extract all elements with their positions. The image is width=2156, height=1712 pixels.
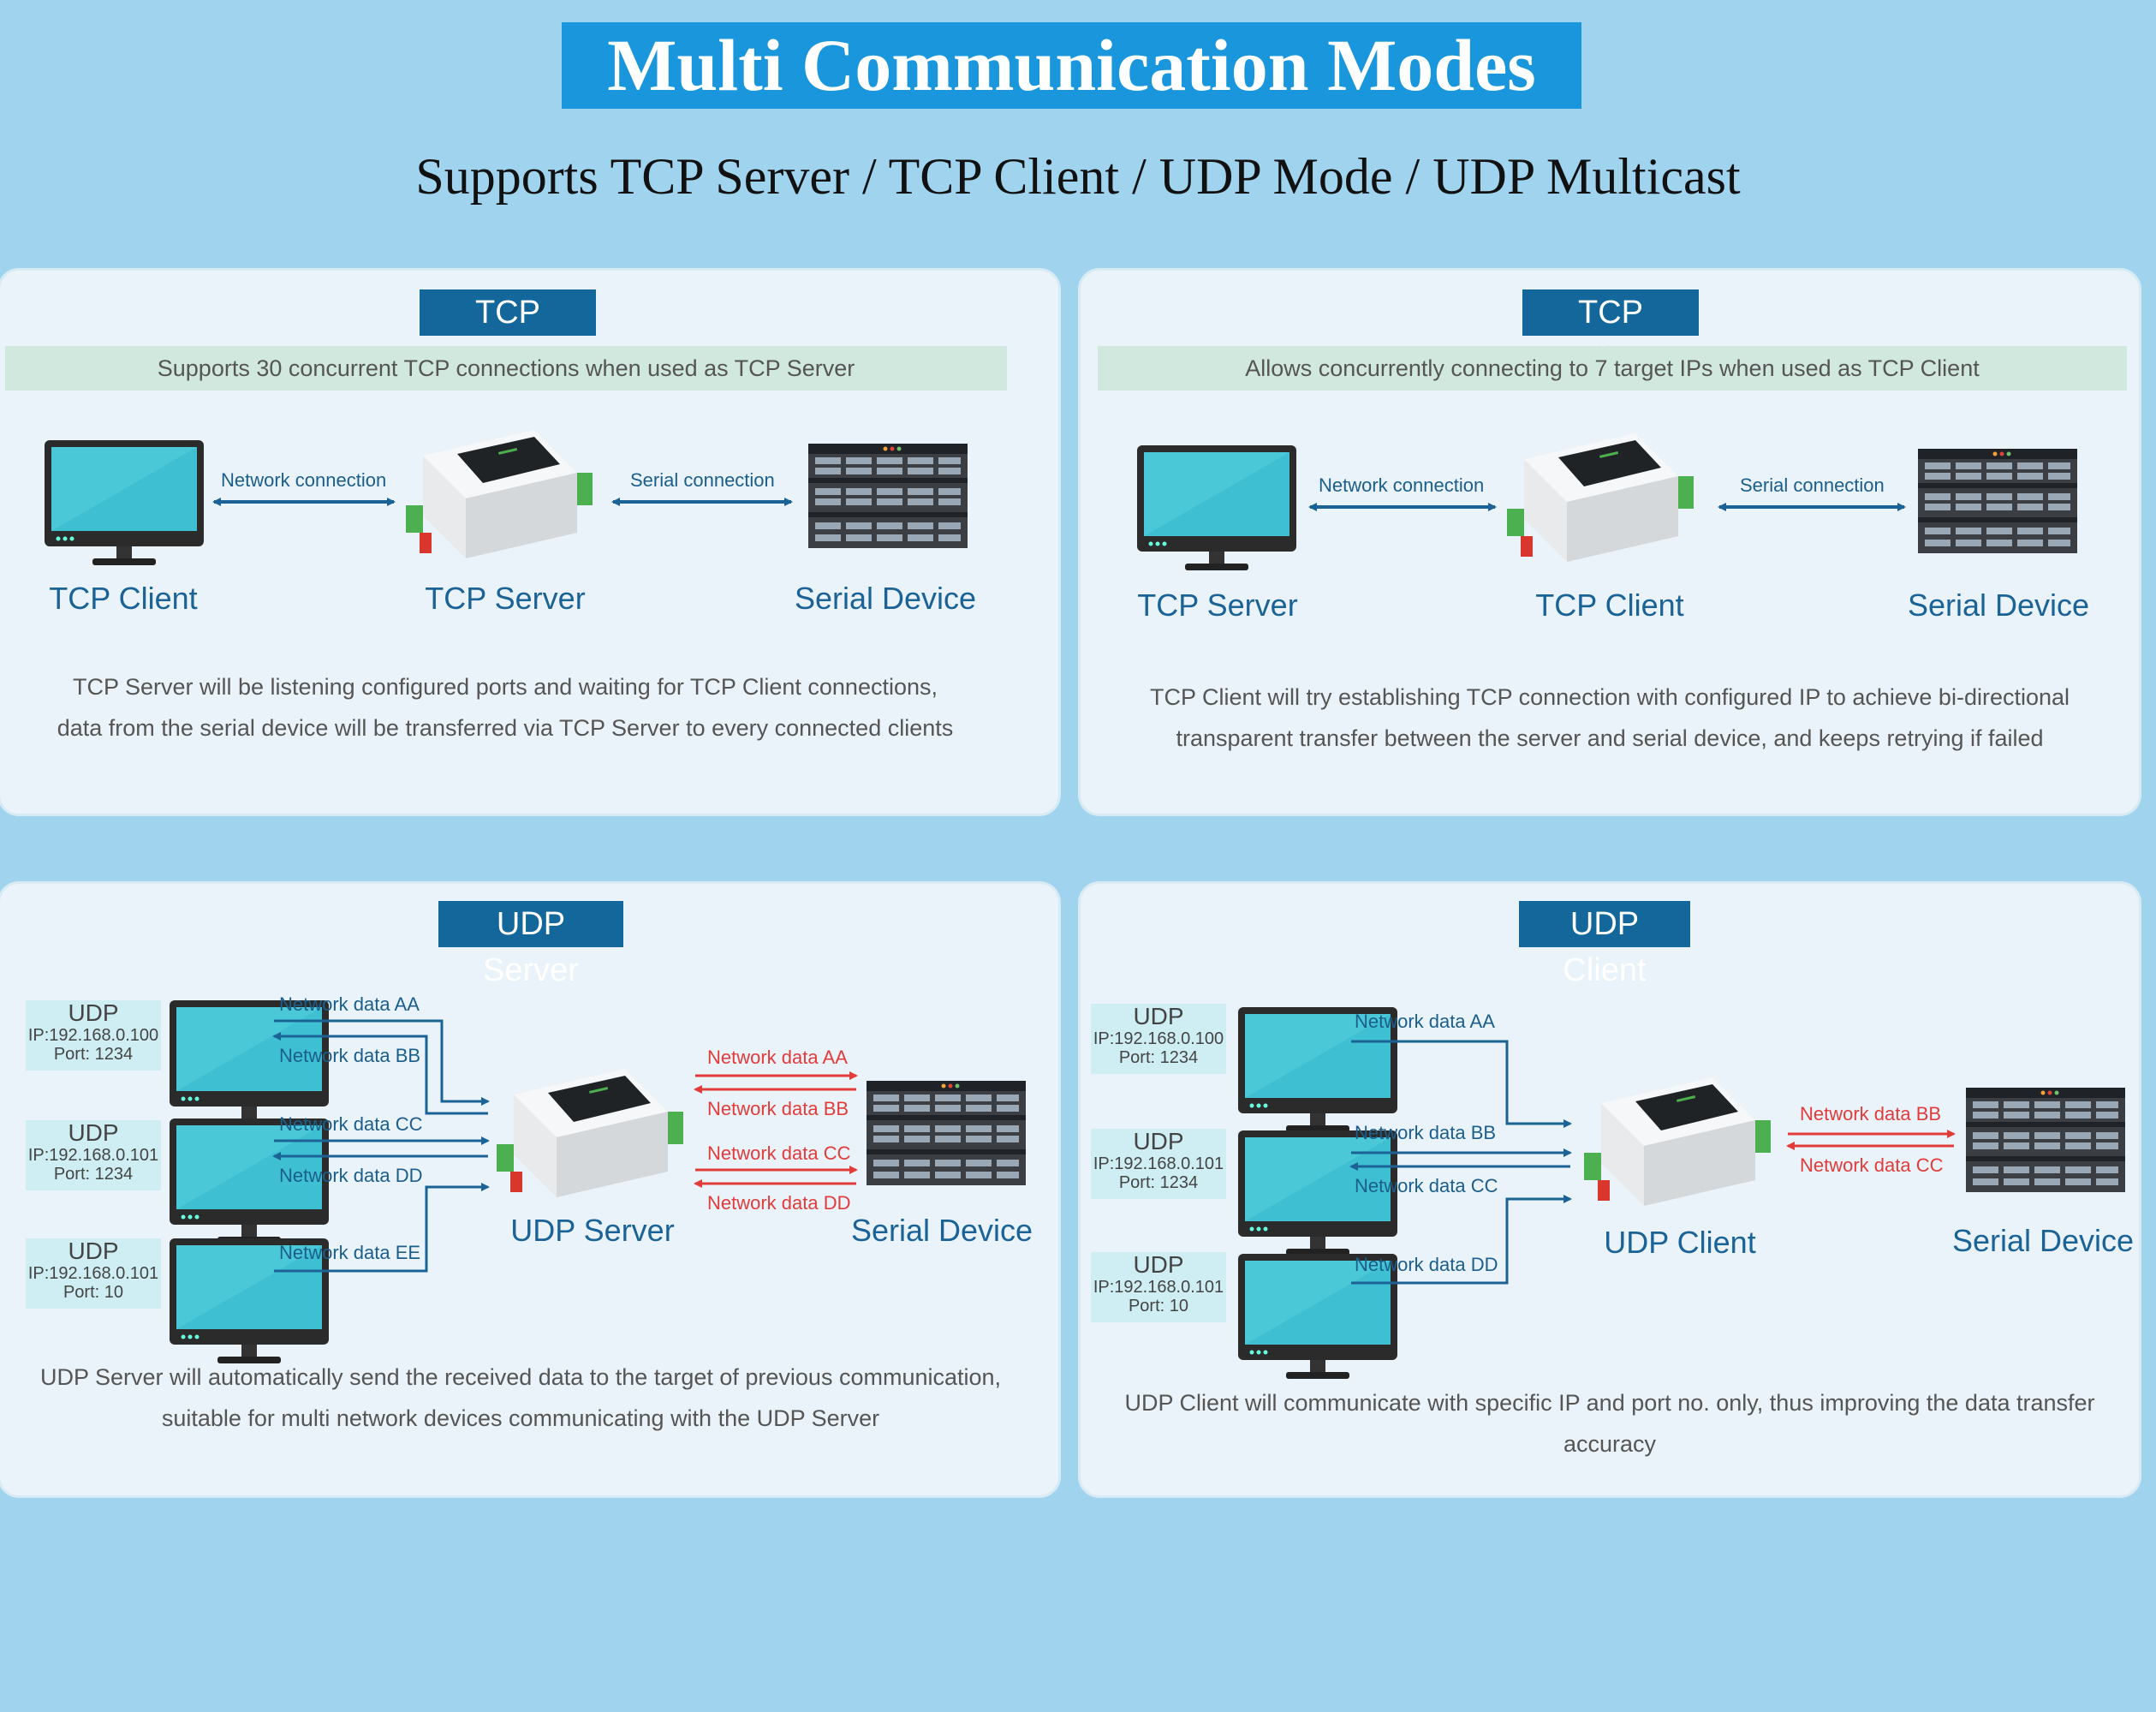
udp-server-panel: UDP Server UDP IP:192.168.0.100 Port: 12… — [0, 884, 1058, 1495]
udp-server-description: UDP Server will automatically send the r… — [39, 1364, 1002, 1431]
serial-data-cc-label: Network data CC — [1800, 1154, 1944, 1176]
network-data-bb-arrow — [272, 1032, 488, 1115]
serial-device-icon — [1966, 1088, 2125, 1192]
serial-data-cc-label: Network data CC — [707, 1142, 851, 1164]
tcp-client-label: TCP Client — [49, 581, 198, 616]
network-data-dd-arrow — [1351, 1195, 1572, 1285]
serial-data-aa-label: Network data AA — [707, 1047, 848, 1068]
network-data-dd-label: Network data DD — [279, 1165, 423, 1186]
tcp-client-diagram — [1137, 433, 2077, 570]
network-data-aa-label: Network data AA — [279, 993, 420, 1015]
tcp-server-label: TCP Server — [425, 581, 586, 616]
converter-module-icon — [1507, 433, 1694, 562]
udp-client-panel: UDP Client UDP IP:192.168.0.100 Port: 12… — [1081, 884, 2139, 1495]
network-data-aa-arrow — [274, 1019, 490, 1106]
network-data-ee-label: Network data EE — [279, 1242, 421, 1263]
page-subtitle: Supports TCP Server / TCP Client / UDP M… — [415, 148, 1741, 205]
info-banner: Supports 30 concurrent TCP connections w… — [5, 346, 1007, 391]
tcp-server-diagram — [45, 430, 968, 565]
udp-client-description: UDP Client will communicate with specifi… — [1124, 1390, 2095, 1457]
tcp-client-description: TCP Client will try establishing TCP con… — [1149, 684, 2070, 751]
serial-data-dd-label: Network data DD — [707, 1192, 851, 1214]
tcp-client-label: TCP Client — [1535, 588, 1684, 623]
serial-device-label: Serial Device — [1907, 588, 2090, 623]
serial-data-bb-label: Network data BB — [707, 1098, 849, 1119]
monitor-icon — [1137, 445, 1296, 570]
converter-module-icon — [1584, 1077, 1771, 1206]
converter-module-icon — [406, 430, 593, 558]
tcp-client-panel: TCP Client Allows concurrently connectin… — [1081, 271, 2139, 814]
panel-title: UDP Client — [1519, 901, 1690, 988]
udp-host-2: UDP IP:192.168.0.101 Port: 1234 — [1091, 1129, 1226, 1199]
udp-client-diagram — [1238, 1007, 2125, 1379]
converter-module-icon — [497, 1069, 683, 1197]
serial-connection-label: Serial connection — [630, 469, 775, 491]
serial-device-label: Serial Device — [794, 581, 977, 616]
serial-device-label: Serial Device — [850, 1213, 1033, 1248]
serial-device-icon — [808, 444, 968, 548]
network-data-aa-label: Network data AA — [1355, 1011, 1495, 1032]
udp-server-diagram — [170, 1000, 1026, 1363]
panel-title: TCP Client — [1522, 289, 1699, 377]
info-banner: Allows concurrently connecting to 7 targ… — [1098, 346, 2127, 391]
udp-host-3: UDP IP:192.168.0.101 Port: 10 — [26, 1238, 161, 1309]
serial-device-label: Serial Device — [1951, 1223, 2135, 1258]
network-connection-label: Network connection — [221, 469, 387, 491]
udp-server-label: UDP Server — [510, 1213, 675, 1248]
network-data-cc-label: Network data CC — [1355, 1175, 1498, 1196]
network-data-dd-label: Network data DD — [1355, 1254, 1498, 1275]
network-data-cc-label: Network data CC — [279, 1113, 423, 1135]
serial-data-bb-label: Network data BB — [1800, 1103, 1942, 1124]
tcp-server-description: TCP Server will be listening configured … — [57, 674, 954, 741]
monitor-icon — [45, 440, 204, 565]
tcp-server-label: TCP Server — [1137, 588, 1298, 623]
tcp-server-panel: TCP Server Supports 30 concurrent TCP co… — [0, 271, 1058, 814]
udp-host-1: UDP IP:192.168.0.100 Port: 1234 — [26, 1000, 161, 1071]
udp-host-1: UDP IP:192.168.0.100 Port: 1234 — [1091, 1004, 1226, 1074]
network-data-bb-label: Network data BB — [279, 1045, 421, 1066]
network-data-aa-arrow — [1351, 1040, 1572, 1128]
udp-host-2: UDP IP:192.168.0.101 Port: 1234 — [26, 1120, 161, 1190]
page-title: Multi Communication Modes — [562, 22, 1581, 109]
network-data-bb-label: Network data BB — [1355, 1122, 1497, 1143]
udp-client-label: UDP Client — [1604, 1225, 1756, 1260]
panel-title: UDP Server — [438, 901, 623, 988]
udp-host-3: UDP IP:192.168.0.101 Port: 10 — [1091, 1252, 1226, 1322]
network-connection-label: Network connection — [1319, 474, 1485, 496]
panel-title: TCP Server — [420, 289, 596, 377]
network-data-ee-arrow — [274, 1183, 490, 1273]
serial-device-icon — [1918, 449, 2077, 553]
serial-connection-label: Serial connection — [1740, 474, 1885, 496]
serial-device-icon — [867, 1081, 1026, 1185]
